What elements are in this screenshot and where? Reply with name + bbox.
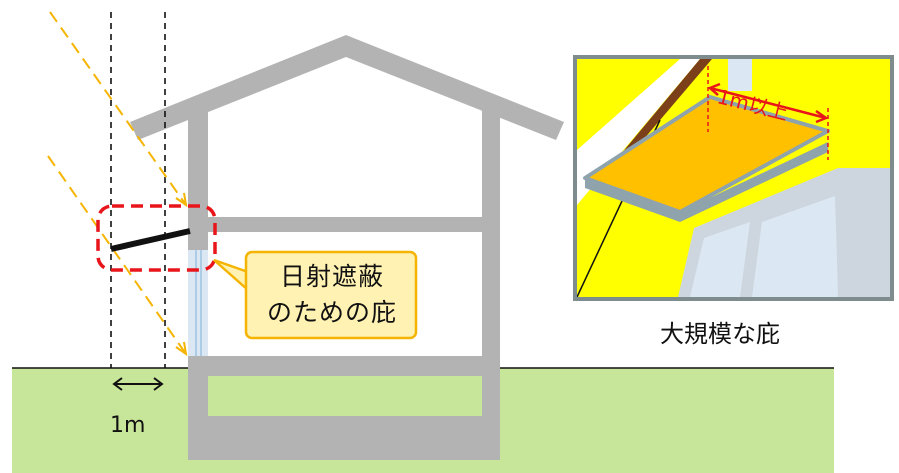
right-wall (482, 108, 500, 460)
inset-dim-line (709, 86, 827, 120)
inset-eave-side (585, 142, 828, 222)
first-floor (188, 356, 500, 376)
inset-window-glass (690, 222, 750, 297)
sun-ray-arrowhead (175, 192, 188, 208)
dimension-label: 1m (110, 413, 146, 438)
callout-box (244, 250, 418, 340)
sun-ray-upper (49, 11, 187, 206)
window (188, 250, 208, 356)
inset-panel (573, 55, 894, 301)
sun-ray-arrowhead (175, 341, 188, 357)
eave-highlight (96, 204, 217, 272)
callout-label: 日射遮蔽 のための庇 (248, 252, 416, 338)
dimension-arrow (112, 377, 164, 391)
inset-caption: 大規模な庇 (660, 320, 780, 348)
callout-line-1: 日射遮蔽 (279, 262, 384, 291)
sun-ray-lower (47, 155, 187, 355)
roof (130, 35, 564, 140)
inset-window-glass (752, 196, 838, 297)
inset-dim-arrowhead (707, 82, 721, 96)
inset-dim-arrowhead (815, 109, 829, 124)
second-floor (188, 217, 500, 232)
sun-rays (47, 11, 187, 355)
inset-upper-window (728, 59, 752, 91)
callout-line-2: のための庇 (266, 298, 397, 327)
foundation (188, 416, 500, 460)
eave (110, 228, 191, 252)
inset-fascia (616, 59, 712, 160)
callout-pointer (213, 258, 250, 293)
inset-frame (573, 55, 894, 301)
